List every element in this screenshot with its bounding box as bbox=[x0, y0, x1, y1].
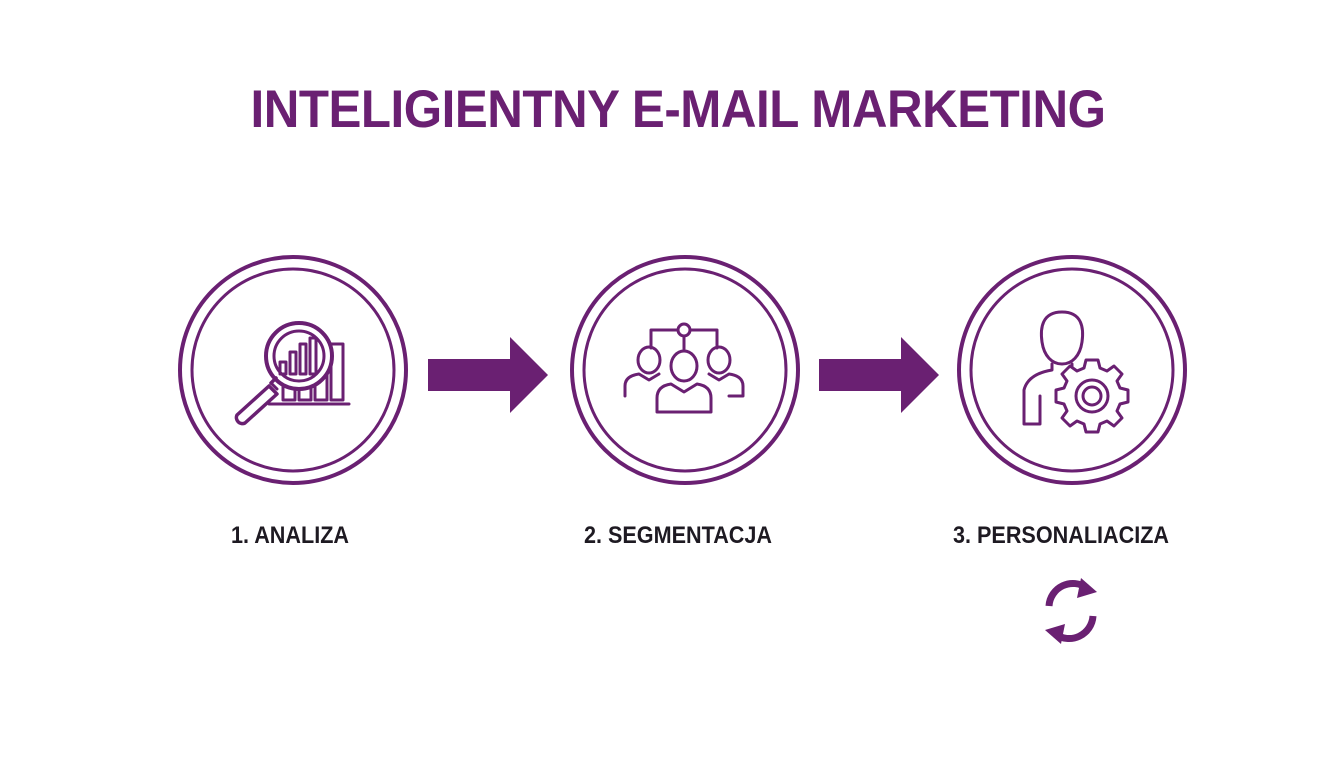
arrow-right-icon bbox=[819, 337, 939, 413]
diagram-title: INTELIGIENTNY E-MAIL MARKETING bbox=[250, 80, 1106, 139]
person-gear-icon bbox=[1022, 310, 1130, 434]
refresh-cycle-icon bbox=[1045, 578, 1097, 644]
step-3-label: 3. PERSONALIACIZA bbox=[952, 522, 1170, 549]
arrow-right-icon bbox=[428, 337, 548, 413]
step-3-circle bbox=[956, 254, 1188, 486]
user-group-network-icon bbox=[623, 322, 745, 414]
step-2-label: 2. SEGMENTACJA bbox=[583, 522, 773, 549]
magnifier-bar-chart-icon bbox=[234, 321, 351, 426]
step-2-circle bbox=[569, 254, 801, 486]
step-1-circle bbox=[177, 254, 409, 486]
step-1-label: 1. ANALIZA bbox=[230, 522, 349, 549]
